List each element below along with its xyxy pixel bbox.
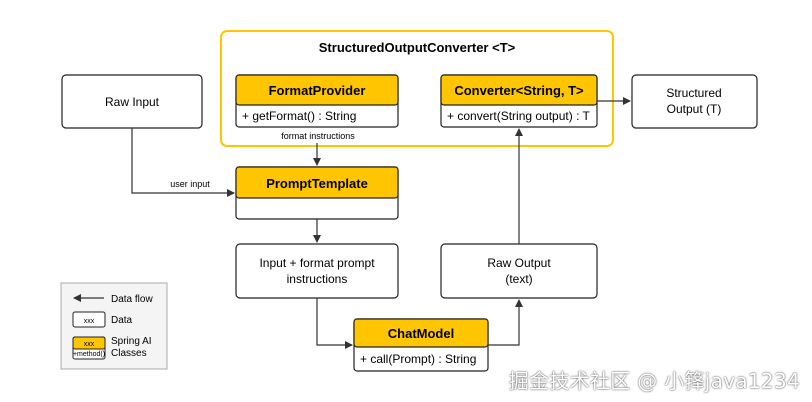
format-provider-class[interactable]: FormatProvider + getFormat() : String (235, 74, 399, 128)
legend-data-flow-label: Data flow (111, 294, 153, 305)
legend-spring-line2: Classes (111, 348, 147, 359)
converter-class[interactable]: Converter<String, T> + convert(String ou… (440, 74, 598, 128)
converter-group-title: StructuredOutputConverter <T> (319, 40, 516, 55)
legend-data-sample-text: xxx (84, 318, 95, 325)
legend-spring-line1: Spring AI (111, 336, 152, 347)
raw-output-line1: Raw Output (487, 256, 551, 270)
legend: Data flow xxx Data xxx +method() Spring … (60, 282, 168, 370)
edges (131, 97, 631, 349)
input-format-box[interactable]: Input + format prompt instructions (235, 243, 399, 299)
watermark: 掘金技术社区 @ 小箨java1234 (508, 369, 800, 393)
converter-title: Converter<String, T> (454, 83, 584, 98)
raw-input-box[interactable]: Raw Input (61, 74, 203, 129)
prompt-template-class[interactable]: PromptTemplate (235, 166, 399, 220)
structured-output-line1: Structured (666, 86, 721, 100)
raw-output-box[interactable]: Raw Output (text) (440, 243, 598, 299)
edge-rawinput-to-prompt (131, 128, 235, 197)
edge-chatmodel-to-rawoutput (488, 299, 523, 346)
legend-spring-sample-method: +method() (73, 351, 105, 358)
prompt-template-title: PromptTemplate (266, 176, 368, 191)
format-provider-title: FormatProvider (269, 83, 366, 98)
input-format-line1: Input + format prompt (259, 256, 375, 270)
format-provider-method: + getFormat() : String (242, 109, 356, 123)
legend-spring-sample-text: xxx (84, 341, 95, 348)
input-format-line2: instructions (287, 272, 348, 286)
edge-input-to-chatmodel (316, 298, 353, 349)
structured-output-line2: Output (T) (667, 102, 722, 116)
format-instructions-label: format instructions (281, 131, 355, 141)
chat-model-class[interactable]: ChatModel + call(Prompt) : String (353, 318, 489, 372)
legend-data-label: Data (111, 315, 133, 326)
chat-model-title: ChatModel (388, 326, 454, 341)
chat-model-method: + call(Prompt) : String (360, 352, 476, 366)
structured-output-box[interactable]: Structured Output (T) (631, 74, 758, 129)
legend-data-sample (72, 311, 106, 328)
user-input-label: user input (170, 179, 210, 189)
legend-spring-sample-header (72, 336, 106, 350)
raw-output-line2: (text) (505, 272, 532, 286)
raw-input-label: Raw Input (105, 95, 160, 109)
converter-method: + convert(String output) : T (447, 109, 591, 123)
